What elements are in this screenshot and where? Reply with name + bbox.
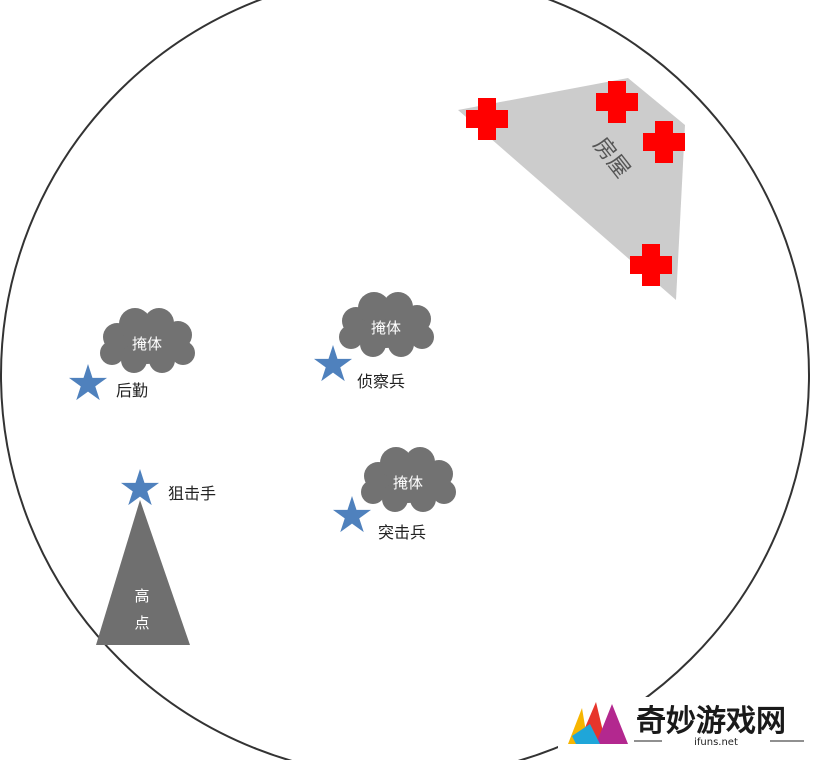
high-point: 高 点	[96, 500, 190, 645]
unit-assault: 突击兵	[332, 496, 426, 542]
house-marker	[596, 81, 638, 123]
watermark: 奇妙游戏网 ifuns.net	[558, 697, 815, 760]
watermark-url: ifuns.net	[694, 737, 738, 748]
cover-cloud: 掩体	[339, 292, 434, 357]
cover-cloud: 掩体	[361, 447, 456, 512]
star-icon	[313, 345, 353, 382]
cover-cloud: 掩体	[100, 308, 195, 373]
unit-label: 狙击手	[168, 484, 216, 503]
high-point-label-1: 高	[134, 587, 149, 605]
star-icon	[120, 469, 160, 506]
house-marker	[643, 121, 685, 163]
hill-triangle	[96, 500, 190, 645]
high-point-label-2: 点	[134, 614, 149, 632]
logo-icon	[568, 702, 628, 744]
house-marker	[466, 98, 508, 140]
cover-label: 掩体	[371, 319, 401, 337]
house-area: 房屋	[458, 78, 685, 300]
unit-label: 突击兵	[378, 523, 426, 542]
star-icon	[332, 496, 372, 533]
unit-logistics: 后勤	[68, 364, 148, 401]
house-zone	[458, 78, 685, 300]
watermark-brand: 奇妙游戏网	[636, 704, 786, 739]
unit-sniper: 狙击手	[120, 469, 216, 506]
cover-label: 掩体	[132, 335, 162, 353]
cover-label: 掩体	[393, 474, 423, 492]
house-marker	[630, 244, 672, 286]
star-icon	[68, 364, 108, 401]
unit-scout: 侦察兵	[313, 345, 405, 391]
unit-label: 侦察兵	[357, 372, 405, 391]
unit-label: 后勤	[116, 381, 148, 400]
